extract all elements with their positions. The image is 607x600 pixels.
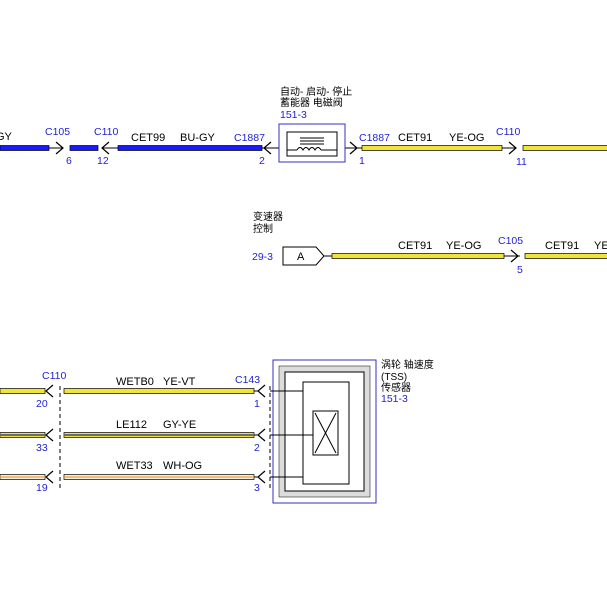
tcm-name-line2: 控制	[253, 222, 273, 235]
solenoid-name-line2: 蓄能器 电磁阀	[280, 96, 343, 109]
wire-wet33-circuit: WET33	[116, 460, 153, 472]
connector-c110-left-pin: 12	[97, 155, 109, 167]
wire-cet91-yellow-top[interactable]	[361, 145, 607, 151]
connector-c110-pin-20: 20	[36, 398, 48, 410]
wire-mid-color: YE-OG	[446, 240, 481, 252]
wire-cet99-blue[interactable]	[0, 145, 263, 151]
wire-cet91-yellow-mid-2[interactable]	[524, 253, 607, 259]
tss-name-line1: 涡轮 轴速度	[381, 358, 434, 371]
connector-c143-pin-1: 1	[254, 398, 260, 410]
wire-le112-circuit: LE112	[116, 419, 147, 431]
connector-c1887-left-label[interactable]: C1887	[234, 132, 265, 144]
connector-c143-label[interactable]: C143	[235, 374, 260, 386]
middle-row: 变速器 控制 29-3 A CET91 YE-OG C105 5 CET91 Y…	[252, 210, 607, 276]
tcm-pin-a[interactable]: A	[282, 246, 325, 266]
connector-arrow-c110-b1	[45, 384, 54, 398]
wire-cet91-circuit-top: CET91	[398, 132, 432, 144]
solenoid-ref[interactable]: 151-3	[280, 109, 307, 121]
tss-name-line2: (TSS)	[381, 372, 407, 383]
wire-cet91-color-top: YE-OG	[449, 132, 484, 144]
wire-wetb0[interactable]	[63, 388, 255, 394]
wire-le112-color: GY-YE	[163, 419, 196, 431]
tss-ref[interactable]: 151-3	[381, 393, 408, 405]
tcm-name-line1: 变速器	[253, 210, 283, 223]
connector-c110-pin-19: 19	[36, 482, 48, 494]
connector-c1887-left-pin: 2	[259, 155, 265, 167]
connector-c1887-right-pin: 1	[359, 155, 365, 167]
connector-c105-mid-pin: 5	[517, 264, 523, 276]
wire-mid-circuit: CET91	[398, 240, 432, 252]
solenoid-component[interactable]: 自动- 启动- 停止 蓄能器 电磁阀 151-3	[278, 85, 352, 163]
connector-c105-mid-label[interactable]: C105	[498, 235, 523, 247]
wire-cet99-circuit: CET99	[131, 132, 165, 144]
connector-c105-pin: 6	[66, 155, 72, 167]
connector-c110-right-label[interactable]: C110	[496, 126, 520, 138]
connector-c143-pin-3: 3	[254, 482, 260, 494]
sensor-element-icon	[312, 410, 339, 456]
connector-arrow-c143-1	[257, 384, 266, 398]
top-row: GY C105 6 C110 12 CET99 BU-GY C1887 2 C1…	[0, 85, 607, 168]
connector-arrow-c110-b3	[45, 470, 54, 484]
solenoid-name-line1: 自动- 启动- 停止	[280, 85, 352, 98]
tcm-pin-letter: A	[297, 251, 305, 263]
wire-cet91-yellow-mid-1[interactable]	[331, 253, 505, 259]
wire-wetb0-circuit: WETB0	[116, 376, 154, 388]
wire-le112-left[interactable]	[0, 432, 46, 438]
connector-c110-bottom-label[interactable]: C110	[42, 370, 66, 382]
wire-cet99-color: BU-GY	[180, 132, 216, 144]
wire-mid2-circuit: CET91	[545, 240, 579, 252]
tss-name-line3: 传感器	[381, 381, 411, 394]
coil-icon	[287, 137, 337, 151]
left-color-code: GY	[0, 131, 13, 143]
wire-wet33-color: WH-OG	[163, 460, 202, 472]
tss-sensor[interactable]: 涡轮 轴速度 (TSS) 传感器 151-3	[270, 358, 434, 504]
connector-c110-pin-33: 33	[36, 442, 48, 454]
connector-c110-left-label[interactable]: C110	[94, 126, 118, 138]
connector-arrow-c110-b2	[45, 428, 54, 442]
wire-wet33[interactable]	[63, 474, 255, 480]
bottom-row: WETB0 YE-VT LE112 GY-YE WET33 WH-OG C110…	[0, 358, 434, 504]
connector-arrow-c143-2	[257, 428, 266, 442]
connector-c143-pin-2: 2	[254, 442, 260, 454]
connector-arrow-c105-mid	[510, 249, 519, 263]
wire-le112[interactable]	[63, 432, 255, 438]
tcm-ref[interactable]: 29-3	[252, 251, 273, 263]
connector-c105-label[interactable]: C105	[45, 126, 70, 138]
connector-c110-right-pin: 11	[516, 156, 527, 168]
wire-wetb0-left[interactable]	[0, 388, 46, 394]
wire-mid2-color: YE	[594, 240, 607, 252]
wire-wet33-left[interactable]	[0, 474, 46, 480]
connector-c1887-right-label[interactable]: C1887	[359, 132, 390, 144]
wire-wetb0-color: YE-VT	[163, 376, 196, 388]
